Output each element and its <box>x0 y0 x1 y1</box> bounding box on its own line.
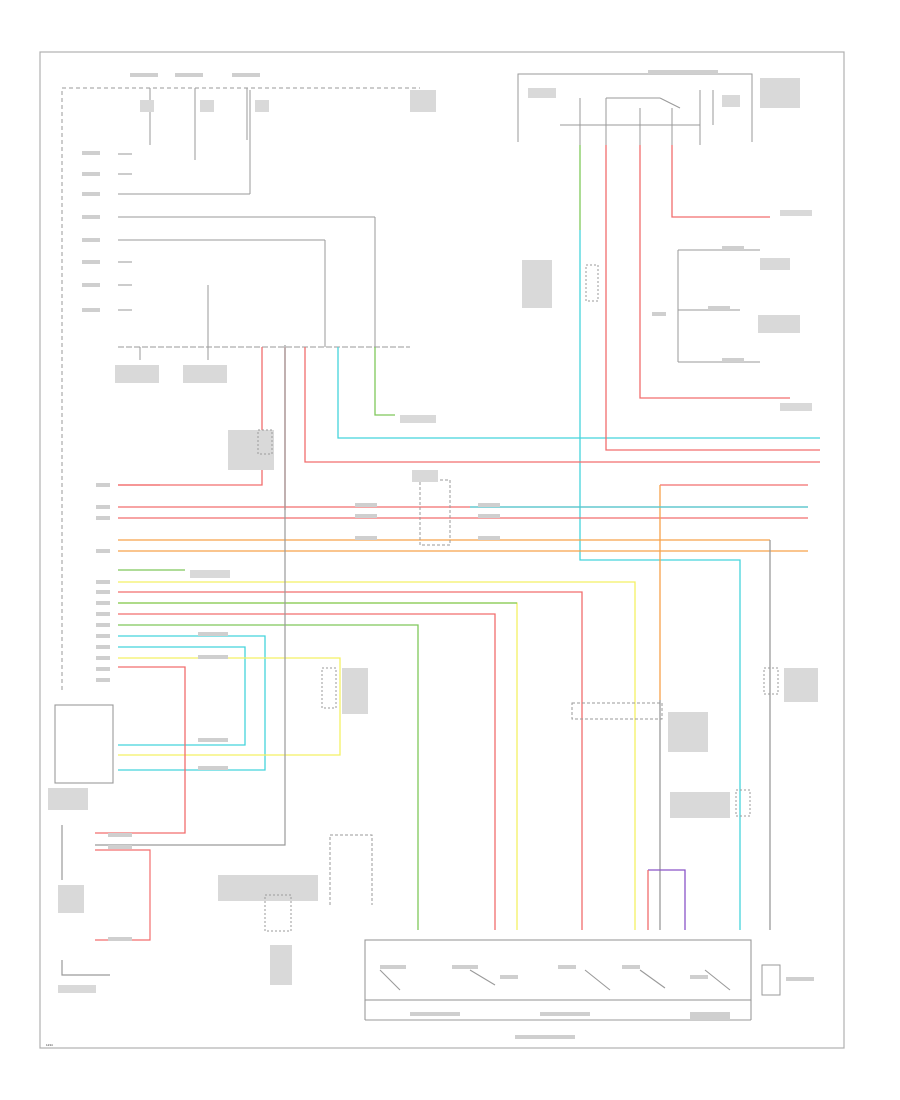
light-control-sensor <box>48 704 114 810</box>
harness-right-verticals <box>647 540 771 930</box>
right-lower-connectors <box>571 667 818 996</box>
lower-connector <box>218 834 373 905</box>
front-lamps-labels <box>652 210 812 411</box>
dimmer-connector <box>198 632 368 770</box>
dimmer-wires <box>95 635 341 834</box>
combination-switch-labels <box>380 965 730 1039</box>
wire-red-mid <box>304 347 820 463</box>
wire-red-top <box>118 145 790 510</box>
lower-left-labels <box>58 833 132 993</box>
harness-rows <box>118 484 808 930</box>
left-pin-labels <box>96 483 110 682</box>
wire-green-top <box>374 145 581 416</box>
center-connector <box>355 470 500 546</box>
diagram-border <box>39 51 845 1049</box>
fuse-block-top-left <box>61 87 420 690</box>
misc-labels <box>190 260 599 985</box>
fuse-block-labels <box>82 73 436 383</box>
footer-code: 1234 <box>46 1043 53 1047</box>
combination-switch <box>364 939 752 1021</box>
relay-block-top-right <box>517 73 753 145</box>
wire-cyan-top <box>337 230 820 930</box>
relay-block-labels <box>528 70 800 108</box>
